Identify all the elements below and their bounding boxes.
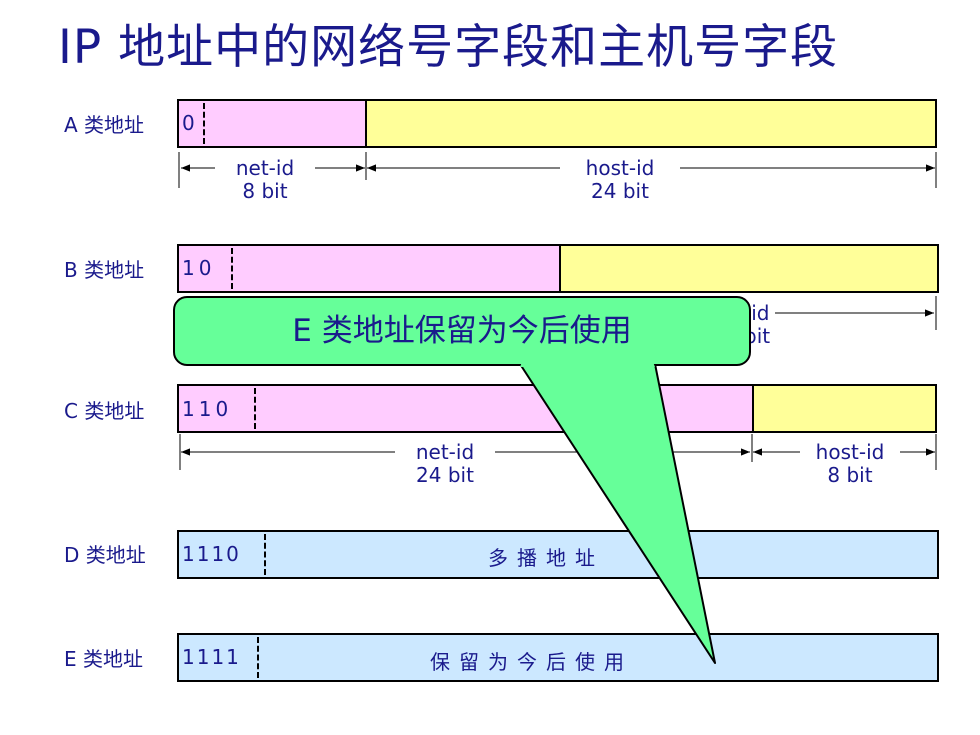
class-c-net-label: net-id 24 bit [395, 441, 495, 487]
class-e-prefix-bits: 1111 [182, 645, 241, 669]
callout-text: E 类地址保留为今后使用 [292, 313, 632, 349]
class-b-prefix-divider [231, 248, 233, 289]
class-b-net-field [177, 244, 561, 293]
class-b-host-field [559, 244, 939, 293]
class-d-label: D 类地址 [64, 543, 146, 567]
class-d-prefix-bits: 1110 [182, 542, 241, 566]
class-a-prefix-bits: 0 [182, 111, 199, 135]
class-c-host-field [752, 384, 937, 433]
class-c-host-label: host-id 8 bit [800, 441, 900, 487]
class-a-label: A 类地址 [64, 113, 145, 137]
page-title: IP 地址中的网络号字段和主机号字段 [58, 20, 839, 75]
class-e-label: E 类地址 [64, 647, 143, 671]
class-c-prefix-divider [254, 388, 256, 429]
class-e-text: 保留为今后使用 [430, 650, 633, 674]
class-e-field [177, 633, 939, 682]
class-a-prefix-divider [203, 103, 205, 144]
class-d-text: 多播地址 [488, 546, 604, 570]
class-a-net-label: net-id 8 bit [215, 157, 315, 203]
callout-box [173, 296, 751, 366]
class-a-host-field [365, 99, 937, 148]
class-e-prefix-divider [257, 637, 259, 678]
class-b-label: B 类地址 [64, 258, 145, 282]
class-a-host-label: host-id 24 bit [560, 157, 680, 203]
class-d-prefix-divider [264, 534, 266, 575]
class-b-prefix-bits: 10 [182, 256, 216, 280]
class-c-label: C 类地址 [64, 399, 145, 423]
class-c-prefix-bits: 110 [182, 397, 233, 421]
class-d-field [177, 530, 939, 579]
class-a-net-field [177, 99, 367, 148]
